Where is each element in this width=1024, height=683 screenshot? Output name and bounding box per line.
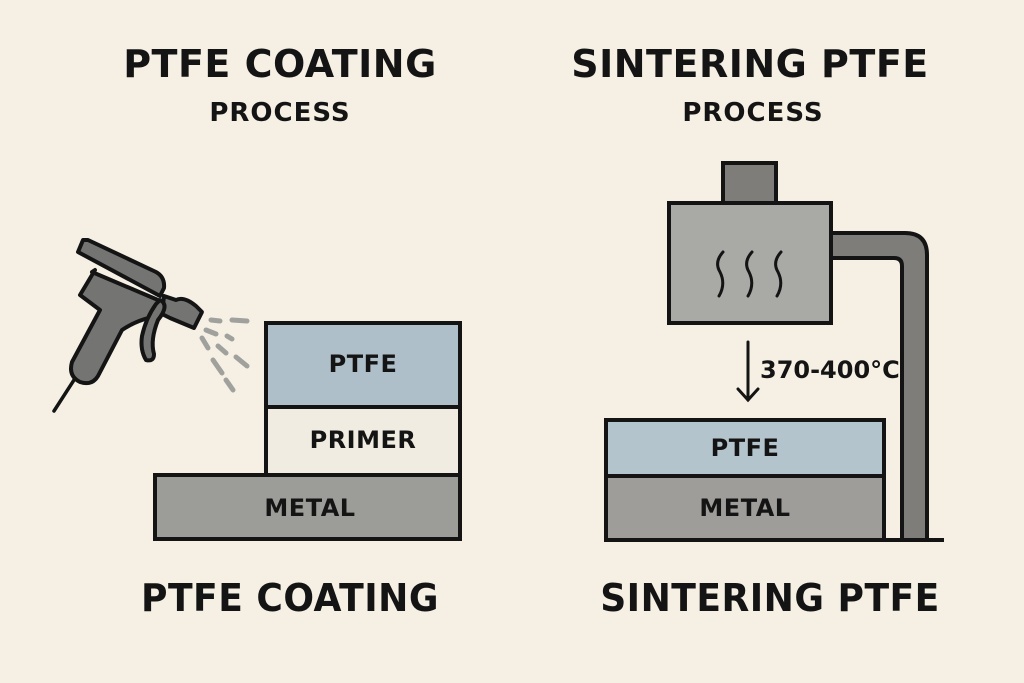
primer-layer-label: PRIMER bbox=[309, 426, 417, 454]
right-subtitle: PROCESS bbox=[682, 98, 824, 128]
spray-mist-icon bbox=[199, 317, 250, 393]
metal-layer-label: METAL bbox=[264, 494, 356, 522]
spray-gun-icon bbox=[52, 238, 204, 413]
temperature-label: 370-400°C bbox=[760, 356, 900, 384]
left-caption: PTFE COATING bbox=[141, 576, 439, 620]
metal-layer bbox=[604, 474, 886, 542]
ptfe-layer-label: PTFE bbox=[710, 434, 780, 462]
oven-chimney bbox=[721, 161, 778, 205]
oven-heat-icon bbox=[667, 161, 929, 542]
right-title: SINTERING PTFE bbox=[571, 42, 929, 86]
metal-layer-label: METAL bbox=[699, 494, 791, 522]
primer-layer bbox=[264, 405, 462, 477]
metal-layer bbox=[153, 473, 462, 541]
left-subtitle: PROCESS bbox=[209, 98, 351, 128]
sintering-layer-stack bbox=[604, 418, 886, 542]
heat-waves-icon bbox=[716, 250, 783, 298]
ptfe-layer bbox=[604, 418, 886, 478]
down-arrow-icon bbox=[736, 340, 760, 403]
right-caption: SINTERING PTFE bbox=[600, 576, 940, 620]
oven-body bbox=[667, 201, 833, 325]
left-title: PTFE COATING bbox=[123, 42, 437, 86]
ptfe-layer-label: PTFE bbox=[328, 350, 398, 378]
coating-layer-stack bbox=[153, 321, 462, 541]
